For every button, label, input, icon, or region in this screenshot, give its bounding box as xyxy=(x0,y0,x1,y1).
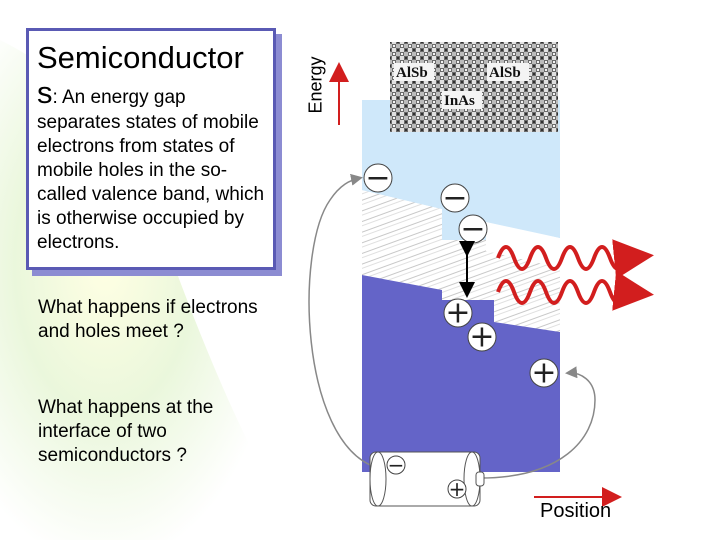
box-title: Semiconductor xyxy=(37,40,244,75)
wire-from-hole xyxy=(479,366,596,479)
tem-label-right: AlSb xyxy=(489,65,521,81)
photon-wave-1 xyxy=(496,239,654,280)
electron-symbol: − xyxy=(442,181,467,216)
hole-1: + xyxy=(443,296,473,331)
hole-symbol: + xyxy=(531,356,556,391)
question-interface: What happens at the interface of two sem… xyxy=(38,397,214,466)
box-body: separates states of mobile electrons fro… xyxy=(37,112,265,253)
hole-symbol: + xyxy=(445,296,470,331)
tem-image xyxy=(390,42,558,132)
wire-to-electron xyxy=(308,173,376,468)
photon-wave-2 xyxy=(496,270,654,311)
definition-box: Semiconductor s: An energy gap separates… xyxy=(26,28,276,270)
question-electrons-holes: What happens if electrons and holes meet… xyxy=(38,297,258,342)
box-subtitle: s: An energy gap xyxy=(37,77,186,113)
tem-label-center: InAs xyxy=(444,93,475,109)
electron-1: − xyxy=(363,161,393,196)
tem-label-left-box xyxy=(394,63,434,81)
tem-label-right-box xyxy=(487,63,529,81)
hole-2: + xyxy=(467,320,497,355)
electron-3: − xyxy=(458,212,488,247)
electron-2: − xyxy=(440,181,470,216)
battery-minus: − xyxy=(388,453,405,477)
electron-symbol: − xyxy=(365,161,390,196)
position-axis-label: Position xyxy=(540,500,612,522)
valence-band xyxy=(362,275,560,472)
conduction-band xyxy=(362,100,560,240)
tem-label-center-box xyxy=(442,91,482,109)
box-title-s: s xyxy=(37,75,53,110)
hole-symbol: + xyxy=(469,320,494,355)
tem-label-left: AlSb xyxy=(396,65,428,81)
hole-3: + xyxy=(529,356,559,391)
battery-plus: + xyxy=(449,477,466,501)
box-title-rest: : An energy gap xyxy=(52,87,186,108)
energy-axis-label: Energy xyxy=(305,56,326,114)
battery: − + xyxy=(369,451,485,507)
electron-symbol: − xyxy=(460,212,485,247)
